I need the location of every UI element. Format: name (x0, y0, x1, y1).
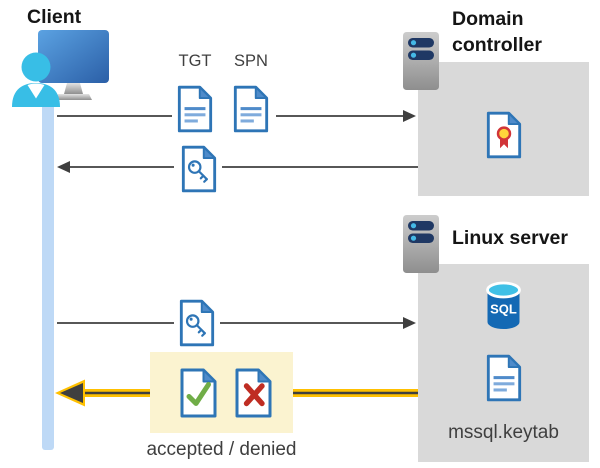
keytab-filename-label: mssql.keytab (448, 422, 559, 443)
x-icon (243, 383, 265, 407)
sql-label: SQL (490, 302, 517, 317)
client-title: Client (27, 6, 82, 28)
arrowhead-right-icon (403, 110, 416, 122)
sql-database-icon: SQL (484, 281, 523, 336)
check-icon (186, 382, 211, 406)
tgt-label: TGT (178, 52, 212, 70)
client-lifeline (42, 94, 54, 450)
person-icon (12, 52, 60, 107)
linux-server-title: Linux server (452, 227, 568, 249)
spn-label: SPN (234, 52, 268, 70)
service-ticket-key-document-icon (180, 145, 218, 198)
linux-server-icon (402, 214, 440, 279)
denied-x-document-icon (233, 368, 274, 423)
service-ticket-key-document-icon (178, 299, 216, 352)
request-tgt-spn-arrow (57, 110, 416, 122)
arrowhead-right-icon (403, 317, 416, 329)
domain-controller-title: Domain controller (452, 8, 542, 56)
certificate-document-icon (485, 111, 523, 164)
arrowhead-left-icon (60, 383, 83, 403)
keytab-document-icon (485, 354, 523, 407)
present-ticket-arrow (57, 317, 416, 329)
spn-ticket-document-icon (232, 85, 270, 138)
arrowhead-left-icon (57, 161, 70, 173)
client-workstation-icon (6, 28, 118, 113)
monitor-icon (38, 30, 109, 100)
return-ticket-arrow (57, 161, 418, 173)
accepted-denied-label: accepted / denied (146, 439, 297, 460)
rosette-seal-icon (496, 126, 512, 149)
domain-controller-server-icon (402, 31, 440, 96)
key-glyph-icon (187, 160, 208, 183)
tgt-ticket-document-icon (176, 85, 214, 138)
accepted-check-document-icon (178, 368, 219, 423)
key-glyph-icon (185, 314, 206, 337)
